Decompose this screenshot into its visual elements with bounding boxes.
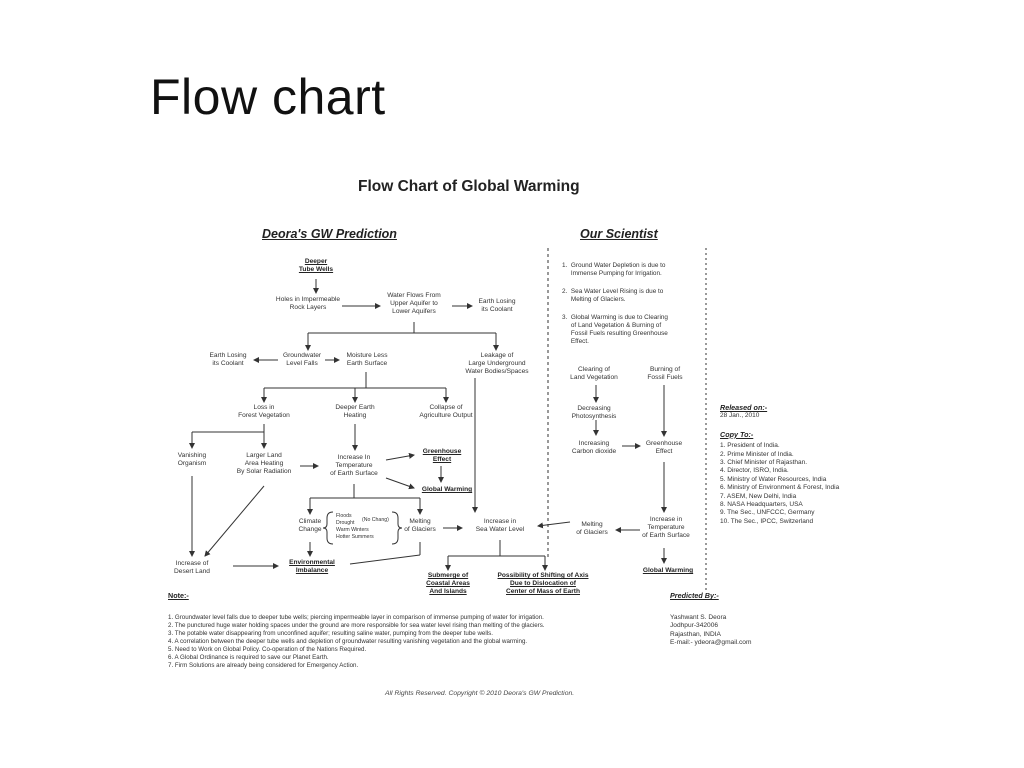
node-no-change-note: (No Chang) — [362, 517, 389, 523]
node-leakage-water-bodies: Leakage of Large Underground Water Bodie… — [465, 352, 529, 375]
scientist-point-1: 1. Ground Water Depletion is due to Imme… — [562, 262, 666, 277]
slide-title: Flow chart — [150, 69, 386, 125]
copy-item: 6. Ministry of Environment & Forest, Ind… — [720, 484, 840, 492]
node-clearing-vegetation: Clearing of Land Vegetation — [570, 366, 618, 381]
node-water-flows-aquifers: Water Flows From Upper Aquifer to Lower … — [387, 292, 441, 315]
node-shifting-axis: Possibility of Shifting of Axis Due to D… — [497, 572, 589, 595]
node-loss-forest-vegetation: Loss in Forest Vegetation — [238, 404, 290, 419]
copy-item: 7. ASEM, New Delhi, India — [720, 492, 797, 500]
note-item: 2. The punctured huge water holding spac… — [168, 622, 545, 629]
node-global-warming-left: Global Warming — [421, 486, 473, 493]
scientist-point-3: 3. Global Warming is due to Clearing of … — [562, 314, 668, 345]
left-column-heading: Deora's GW Prediction — [262, 227, 397, 241]
predicted-by-section: Predicted By:- Yashwant S. Deora Jodhpur… — [670, 591, 752, 647]
copy-item: 9. The Sec., UNFCCC, Germany — [720, 509, 815, 517]
node-moisture-less-surface: Moisture Less Earth Surface — [346, 352, 388, 367]
copy-item: 1. President of India. — [720, 442, 780, 450]
notes-section: Note:- 1. Groundwater level falls due to… — [168, 592, 545, 670]
node-greenhouse-effect-left: Greenhouse Effect — [422, 448, 462, 463]
scientist-point-2: 2. Sea Water Level Rising is due to Melt… — [562, 288, 664, 303]
node-increasing-co2: Increasing Carbon dioxide — [571, 440, 617, 455]
node-greenhouse-effect-right: Greenhouse Effect — [645, 440, 683, 455]
node-melting-glaciers-left: Melting of Glaciers — [404, 518, 436, 533]
node-submerge-coastal: Submerge of Coastal Areas And Islands — [426, 572, 470, 595]
copy-item: 4. Director, ISRO, India. — [720, 467, 789, 475]
predictor-line: Rajasthan, INDIA — [670, 630, 721, 638]
node-melting-glaciers-right: Melting of Glaciers — [576, 521, 608, 536]
predictor-line: Jodhpur-342006 — [670, 622, 719, 630]
copyright-notice: All Rights Reserved. Copyright © 2010 De… — [385, 690, 575, 697]
node-groundwater-falls: Groundwater Level Falls — [282, 352, 322, 367]
predictor-name: Yashwant S. Deora — [670, 614, 727, 622]
note-item: 5. Need to Work on Global Policy. Co-ope… — [168, 646, 367, 653]
chart-title: Flow Chart of Global Warming — [358, 178, 580, 195]
node-desert-land: Increase of Desert Land — [174, 560, 210, 575]
node-global-warming-right: Global Warming — [642, 567, 694, 574]
note-item: 1. Groundwater level falls due to deeper… — [168, 614, 544, 621]
release-panel: Released on:- 28 Jan., 2010 Copy To:- 1.… — [720, 403, 840, 526]
node-sea-water-level: Increase in Sea Water Level — [475, 518, 525, 533]
node-climate-change: Climate Change — [298, 518, 322, 533]
node-increase-temperature-right: Increase in Temperature of Earth Surface — [642, 516, 690, 539]
note-item: 4. A correlation between the deeper tube… — [168, 638, 528, 645]
copy-item: 3. Chief Minister of Rajasthan. — [720, 459, 808, 467]
released-date: 28 Jan., 2010 — [720, 412, 760, 420]
node-holes-rock-layers: Holes in Impermeable Rock Layers — [275, 296, 341, 311]
copy-item: 8. NASA Headquarters, USA — [720, 501, 803, 509]
notes-heading: Note:- — [168, 591, 189, 600]
node-increase-temperature-left: Increase In Temperature of Earth Surface — [330, 454, 378, 477]
node-earth-losing-coolant-top: Earth Losing its Coolant — [478, 298, 516, 313]
copy-item: 5. Ministry of Water Resources, India — [720, 475, 827, 483]
node-environmental-imbalance: Environmental Imbalance — [289, 559, 335, 574]
copy-item: 2. Prime Minister of India. — [720, 450, 794, 458]
node-deeper-earth-heating: Deeper Earth Heating — [335, 404, 375, 419]
copy-to-heading: Copy To:- — [720, 429, 754, 439]
node-climate-effects-list: Floods Drought Warm Winters Hotter Summe… — [336, 513, 374, 540]
node-collapse-agriculture: Collapse of Agriculture Output — [419, 404, 473, 419]
note-item: 3. The potable water disappearing from u… — [168, 630, 493, 637]
note-item: 6. A Global Ordinance is required to sav… — [168, 654, 329, 661]
node-decreasing-photosynthesis: Decreasing Photosynthesis — [571, 405, 617, 420]
node-earth-losing-coolant-left: Earth Losing its Coolant — [209, 352, 247, 367]
node-burning-fossil-fuels: Burning of Fossil Fuels — [647, 366, 683, 381]
node-deeper-tube-wells: Deeper Tube Wells — [298, 258, 334, 273]
copy-item: 10. The Sec., IPCC, Switzerland — [720, 517, 814, 525]
predictor-email: E-mail:- ydeora@gmail.com — [670, 638, 752, 646]
predicted-heading: Predicted By:- — [670, 591, 719, 600]
right-column-heading: Our Scientist — [580, 227, 658, 241]
node-vanishing-organism: Vanishing Organism — [177, 452, 207, 467]
note-item: 7. Firm Solutions are already being cons… — [168, 662, 359, 669]
released-heading: Released on:- — [720, 403, 768, 412]
node-larger-land-heating: Larger Land Area Heating By Solar Radiat… — [236, 452, 292, 475]
